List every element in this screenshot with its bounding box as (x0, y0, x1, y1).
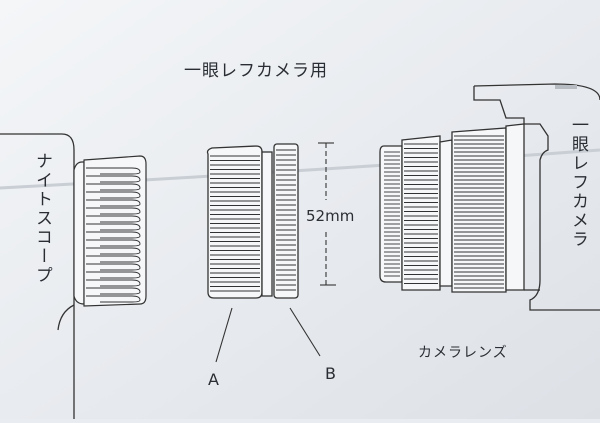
camera-hotshoe (555, 85, 577, 89)
dimension-line (318, 142, 336, 286)
adapter-ring-b-knurl (276, 149, 296, 291)
part-a-label: A (208, 370, 219, 389)
night-scope-label: ナイトスコープ (32, 152, 52, 285)
dimension-label: 52mm (306, 207, 355, 225)
adapter-ring-a (206, 145, 273, 299)
diagram-title: 一眼レフカメラ用 (184, 61, 328, 81)
leader-line-a (215, 307, 233, 363)
night-scope-grip-ribs (86, 167, 141, 303)
camera-lens-knurl (384, 135, 504, 289)
leader-line-b (289, 307, 321, 357)
adapter-ring-a-knurl (210, 155, 260, 292)
slr-camera-body (473, 83, 600, 311)
night-scope-body (0, 133, 75, 419)
slr-camera-label: 一眼レフカメラ (568, 116, 588, 249)
camera-lens-label: カメラレンズ (418, 345, 508, 361)
adapter-ring-b (273, 143, 299, 299)
night-scope-eyepiece (73, 155, 147, 307)
part-b-label: B (325, 364, 336, 383)
